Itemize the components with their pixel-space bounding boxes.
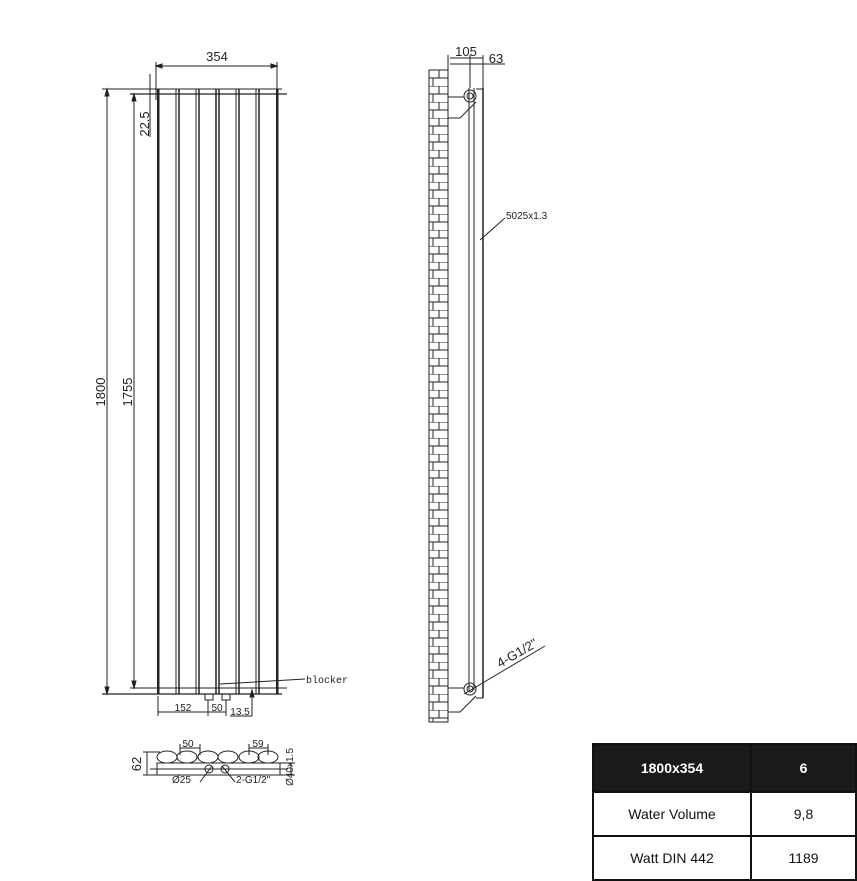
bottom-left-dimension: 152 [175, 703, 192, 714]
spec-table-header: 1800x354 6 [592, 743, 857, 793]
top-view [143, 744, 295, 783]
top-offset-dimension: 22.5 [137, 111, 152, 136]
width-dimension: 354 [206, 49, 228, 64]
spec-value: 9,8 [750, 791, 857, 837]
front-view [102, 62, 306, 717]
bottom-right-dimension: 13.5 [230, 707, 250, 718]
tube-spec-label: 5025x1.3 [506, 211, 548, 222]
top-connection-label: 2-G1/2" [236, 775, 271, 786]
top-pitch-right: 59 [252, 739, 264, 750]
spec-table-row: Watt DIN 442 1189 [592, 835, 857, 881]
spec-label: Watt DIN 442 [592, 835, 752, 881]
top-depth-dimension: 62 [129, 757, 144, 771]
total-height-dimension: 1800 [93, 378, 108, 407]
wall-offset-dimension: 63 [489, 51, 503, 66]
model-size-cell: 1800x354 [592, 743, 752, 793]
top-pitch-left: 50 [182, 739, 194, 750]
side-depth-dimension: 105 [455, 44, 477, 59]
bottom-mid-dimension: 50 [211, 703, 223, 714]
column-count-cell: 6 [750, 743, 857, 793]
valve-diameter-label: Ø25 [172, 775, 191, 786]
header-tube-dimension: Ø40x1.5 [285, 748, 296, 786]
spec-value: 1189 [750, 835, 857, 881]
radiator-columns [157, 89, 279, 694]
pipe-centres-dimension: 1755 [120, 378, 135, 407]
side-view [428, 55, 546, 723]
spec-table-row: Water Volume 9,8 [592, 791, 857, 837]
spec-table: 1800x354 6 Water Volume 9,8 Watt DIN 442… [592, 743, 857, 881]
spec-label: Water Volume [592, 791, 752, 837]
blocker-label: blocker [306, 675, 348, 687]
